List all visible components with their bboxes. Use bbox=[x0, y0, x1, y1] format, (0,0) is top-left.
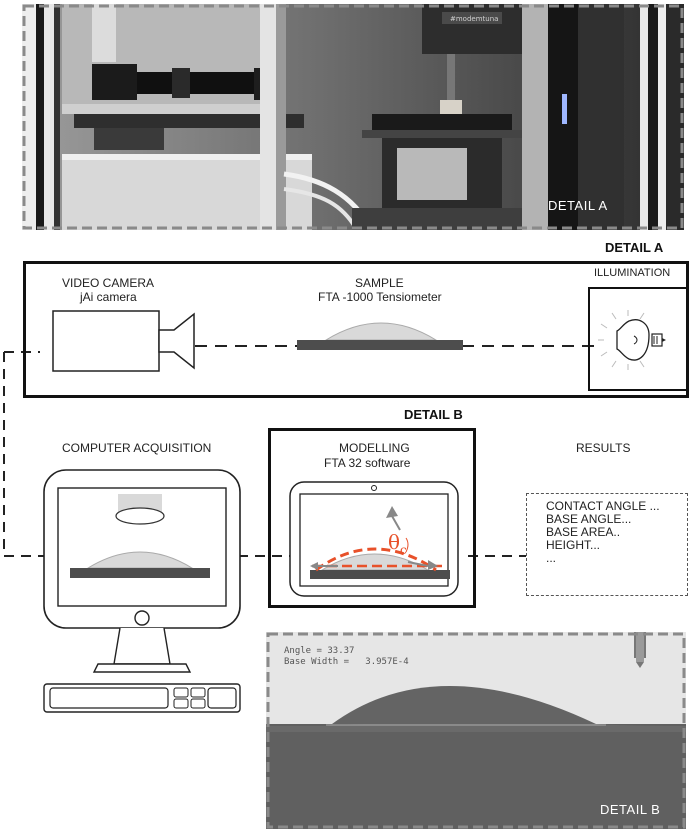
modelling-subtitle: FTA 32 software bbox=[324, 456, 411, 470]
photo-brand-text: #modemtuna bbox=[450, 15, 498, 23]
angle-readout: Angle = 33.37 bbox=[284, 646, 354, 656]
sample-subtitle: FTA -1000 Tensiometer bbox=[318, 290, 442, 304]
contact-angle-symbol: θc bbox=[388, 530, 407, 557]
video-camera-icon bbox=[52, 310, 195, 372]
computer-title: COMPUTER ACQUISITION bbox=[62, 441, 212, 455]
result-item: HEIGHT... bbox=[546, 538, 601, 552]
camera-subtitle: jAi camera bbox=[80, 290, 137, 304]
detail-b-title: DETAIL B bbox=[404, 407, 463, 422]
detail-b-photo-image bbox=[266, 632, 686, 829]
results-title: RESULTS bbox=[576, 441, 631, 455]
detail-b-photo: Angle = 33.37 Base Width = 3.957E-4 DETA… bbox=[266, 632, 686, 829]
detail-a-frame bbox=[23, 261, 689, 398]
detail-a-photo: #modemtuna DETAIL A bbox=[22, 4, 684, 230]
angle-value: 33.37 bbox=[327, 646, 355, 656]
tablet-icon bbox=[289, 481, 459, 597]
angle-subscript: c bbox=[400, 543, 407, 557]
detail-a-photo-image: #modemtuna bbox=[22, 4, 684, 230]
detail-b-photo-label: DETAIL B bbox=[600, 802, 661, 817]
detail-a-title: DETAIL A bbox=[605, 240, 664, 255]
modelling-title: MODELLING bbox=[339, 441, 410, 455]
base-width-label: Base Width = bbox=[284, 657, 350, 667]
desktop-computer-icon bbox=[43, 469, 241, 713]
light-bulb-icon bbox=[598, 310, 666, 370]
illumination-title: ILLUMINATION bbox=[594, 267, 671, 279]
detail-a-photo-label: DETAIL A bbox=[548, 198, 608, 213]
angle-label: Angle = bbox=[284, 646, 322, 656]
angle-theta: θ bbox=[388, 530, 401, 554]
base-width-value: 3.957E-4 bbox=[365, 657, 409, 667]
base-width-readout: Base Width = 3.957E-4 bbox=[284, 657, 409, 667]
camera-title: VIDEO CAMERA bbox=[62, 276, 155, 290]
results-box bbox=[526, 493, 688, 596]
results-list: CONTACT ANGLE ... BASE ANGLE... BASE ARE… bbox=[546, 500, 660, 565]
sample-title: SAMPLE bbox=[355, 276, 404, 290]
result-item: BASE AREA.. bbox=[546, 525, 621, 539]
result-item: CONTACT ANGLE ... bbox=[546, 499, 660, 513]
detail-b-frame bbox=[268, 428, 476, 608]
result-item: BASE ANGLE... bbox=[546, 512, 632, 526]
result-item: ... bbox=[546, 551, 557, 565]
sample-drop-graphic bbox=[297, 322, 463, 350]
illumination-box bbox=[588, 287, 686, 391]
